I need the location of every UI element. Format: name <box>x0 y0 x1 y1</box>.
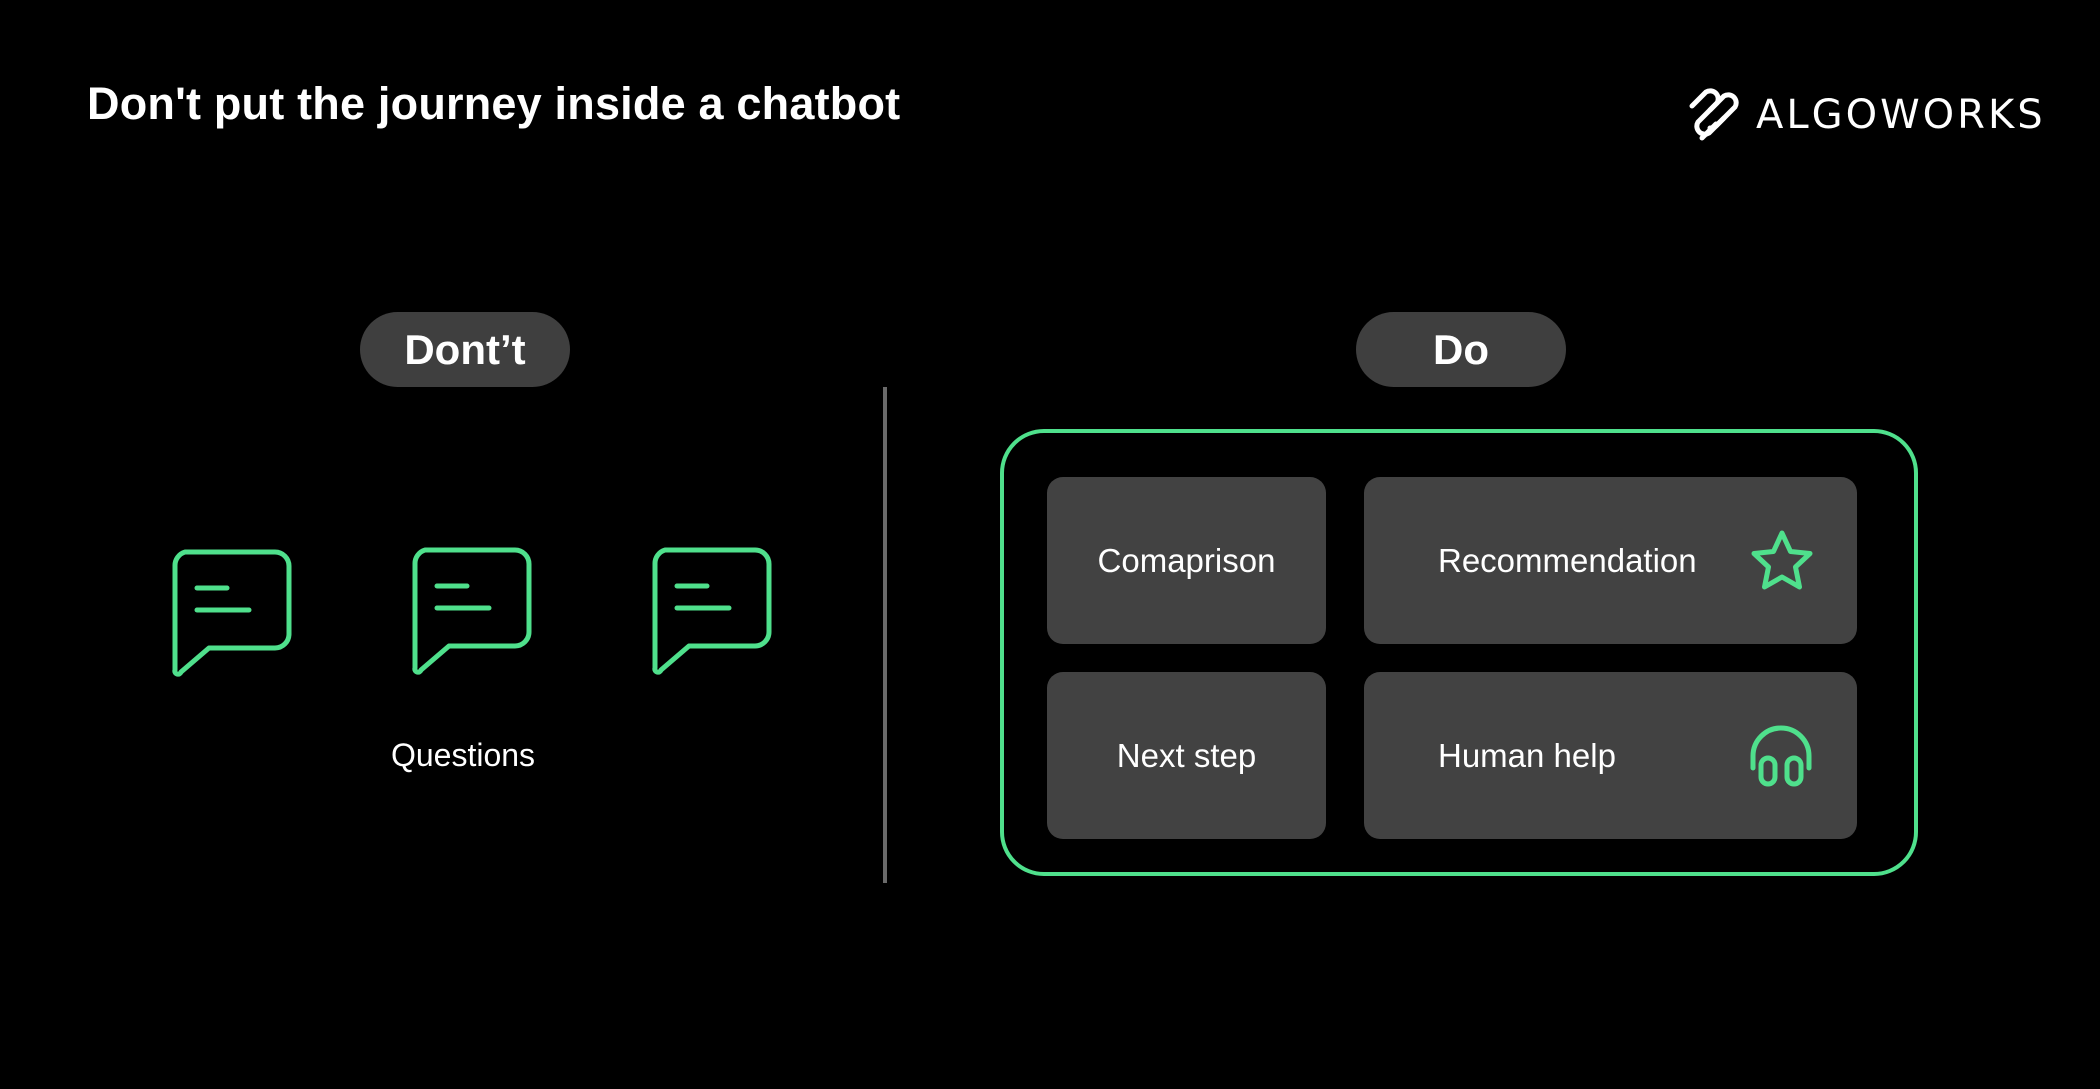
dont-label: Dont’t <box>404 325 526 373</box>
logo-wordmark: ALGOWORKS <box>1756 92 2046 138</box>
do-label: Do <box>1433 325 1489 373</box>
brand-logo: ALGOWORKS <box>1684 86 2046 144</box>
section-divider <box>883 387 887 883</box>
dont-label-pill: Dont’t <box>360 312 570 387</box>
algoworks-logo-icon <box>1689 88 1739 141</box>
human-help-label: Human help <box>1438 736 1616 774</box>
comparison-label: Comaprison <box>1097 541 1276 579</box>
next-step-tile: Next step <box>1047 672 1326 839</box>
human-help-tile: Human help <box>1364 672 1857 839</box>
page-title: Don't put the journey inside a chatbot <box>87 78 901 129</box>
recommendation-tile: Recommendation <box>1364 477 1857 644</box>
recommendation-label: Recommendation <box>1438 541 1697 579</box>
comparison-tile: Comaprison <box>1047 477 1326 644</box>
chat-bubble-icon <box>652 547 772 675</box>
headphones-icon <box>1750 725 1812 786</box>
do-options-frame <box>1000 429 1918 876</box>
chat-bubble-icon <box>172 549 292 677</box>
next-step-label: Next step <box>1116 736 1257 774</box>
questions-caption: Questions <box>390 737 536 773</box>
star-icon <box>1751 530 1813 589</box>
do-label-pill: Do <box>1356 312 1566 387</box>
chat-bubble-icon <box>412 547 532 675</box>
